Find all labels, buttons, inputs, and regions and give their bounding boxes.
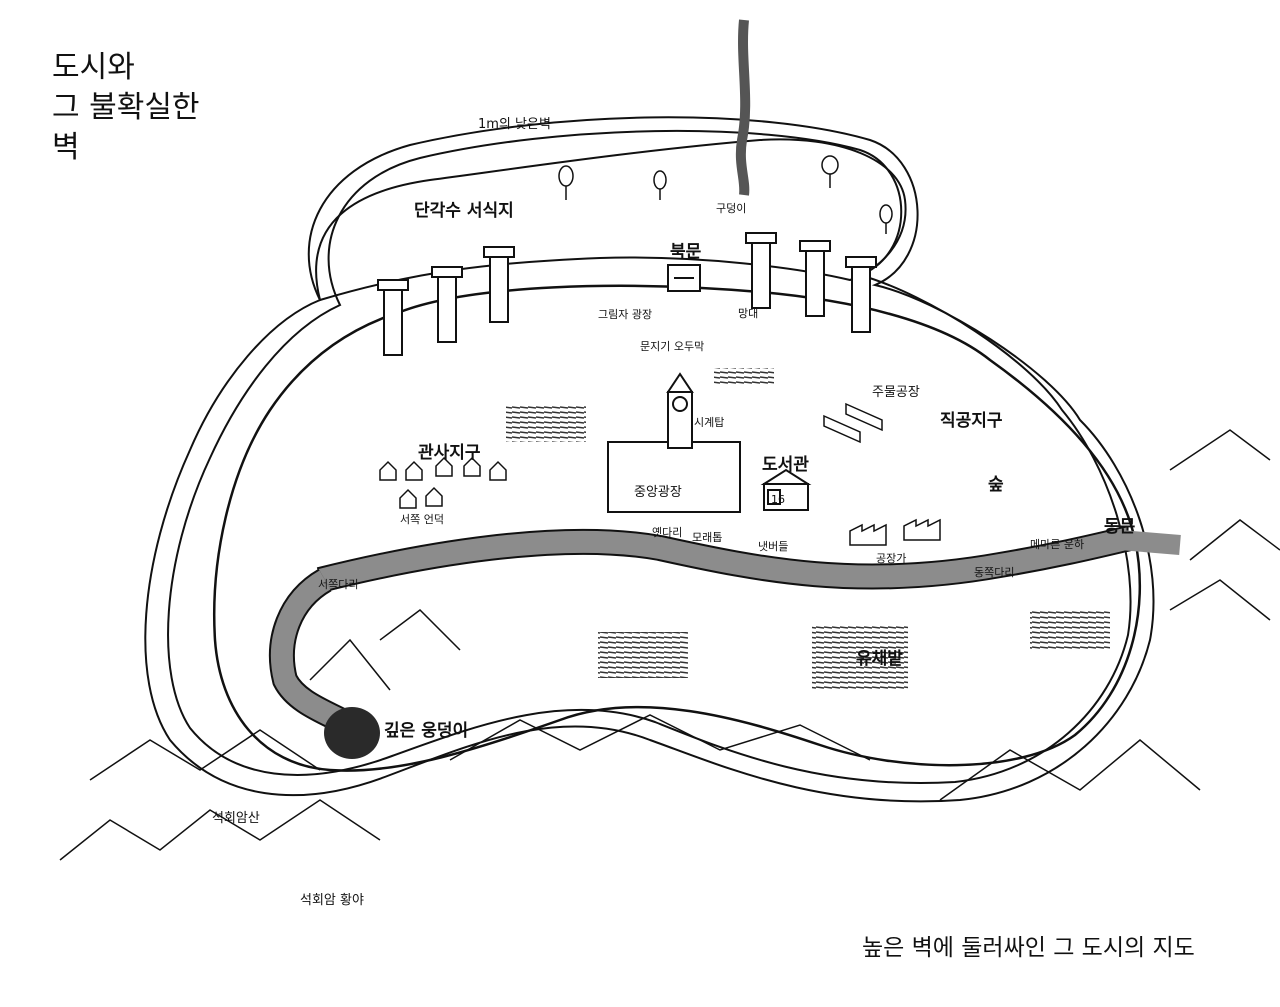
factories [849, 518, 941, 546]
map-title: 도시와 그 불확실한 벽 [52, 48, 200, 168]
outer-wall [144, 116, 1155, 803]
rapeseed-field [812, 626, 908, 690]
inner-wall [213, 284, 1141, 772]
label-limestone-wilderness: 석회암 황야 [300, 893, 364, 908]
label-west-hill: 서쪽 언덕 [400, 513, 444, 526]
mountains [59, 429, 1280, 861]
label-shadow-square: 그림자 광장 [598, 308, 652, 321]
central-square [607, 441, 741, 513]
pit-smoke [735, 19, 751, 196]
title-line-3: 벽 [52, 130, 80, 165]
north-gate [667, 264, 701, 292]
field [598, 632, 688, 678]
low-wall [315, 138, 907, 302]
label-pit: 구덩이 [716, 202, 746, 215]
watchtower-icon [845, 256, 877, 333]
label-north-gate: 북문 [670, 242, 702, 262]
label-unicorn-habitat: 단각수 서식지 [414, 201, 514, 221]
fields [506, 368, 1110, 690]
label-deep-pool: 깊은 웅덩이 [384, 721, 468, 741]
map-caption: 높은 벽에 둘러싸인 그 도시의 지도 [862, 935, 1195, 961]
river-outflow [1119, 530, 1181, 555]
watchtower-icon [799, 240, 831, 317]
title-line-2: 그 불확실한 [52, 90, 200, 125]
label-sandbar: 모래톱 [692, 531, 722, 544]
field [506, 406, 586, 442]
label-east-bridge: 동쪽다리 [974, 566, 1014, 579]
deep-pool [324, 707, 380, 759]
official-houses [379, 456, 507, 509]
label-meadow: 메마른 운하 [1030, 537, 1084, 551]
map-labels: 1m의 낮은벽 단각수 서식지 구덩이 북문 망대 그림자 광장 문지기 오두막… [212, 117, 1136, 908]
label-factory-street: 공장가 [876, 552, 906, 565]
watchtowers [377, 232, 877, 356]
label-forest: 숲 [988, 475, 1004, 495]
watchtower-icon [483, 246, 515, 323]
foundry-buildings [823, 402, 883, 444]
label-west-bridge: 서쪽다리 [318, 578, 358, 591]
label-library: 도서관 [762, 455, 809, 475]
label-foundry: 주물공장 [872, 385, 920, 400]
label-official-district: 관사지구 [418, 443, 481, 463]
watchtower-icon [377, 279, 409, 356]
label-limestone-mountain: 석회암산 [212, 811, 260, 826]
field [1030, 610, 1110, 650]
library-number: 16 [771, 493, 785, 506]
label-central-square: 중앙광장 [634, 485, 682, 500]
habitat-trees [558, 155, 893, 234]
title-line-1: 도시와 [52, 50, 135, 85]
label-willows: 냇버들 [758, 540, 788, 553]
label-low-wall: 1m의 낮은벽 [478, 117, 551, 132]
label-gatekeeper-hut: 문지기 오두막 [640, 340, 704, 353]
watchtower-icon [745, 232, 777, 309]
label-clock-tower: 시계탑 [694, 416, 724, 429]
label-east-gate: 동문 [1104, 517, 1136, 537]
clock-tower [666, 372, 694, 449]
clock-icon [672, 396, 688, 412]
label-watchtower: 망대 [738, 307, 758, 320]
label-artisan-district: 직공지구 [940, 411, 1003, 431]
field [714, 368, 774, 386]
label-rapeseed-field: 유채밭 [856, 649, 903, 669]
label-old-bridge: 옛다리 [652, 526, 682, 539]
watchtower-icon [431, 266, 463, 343]
library [760, 468, 812, 511]
